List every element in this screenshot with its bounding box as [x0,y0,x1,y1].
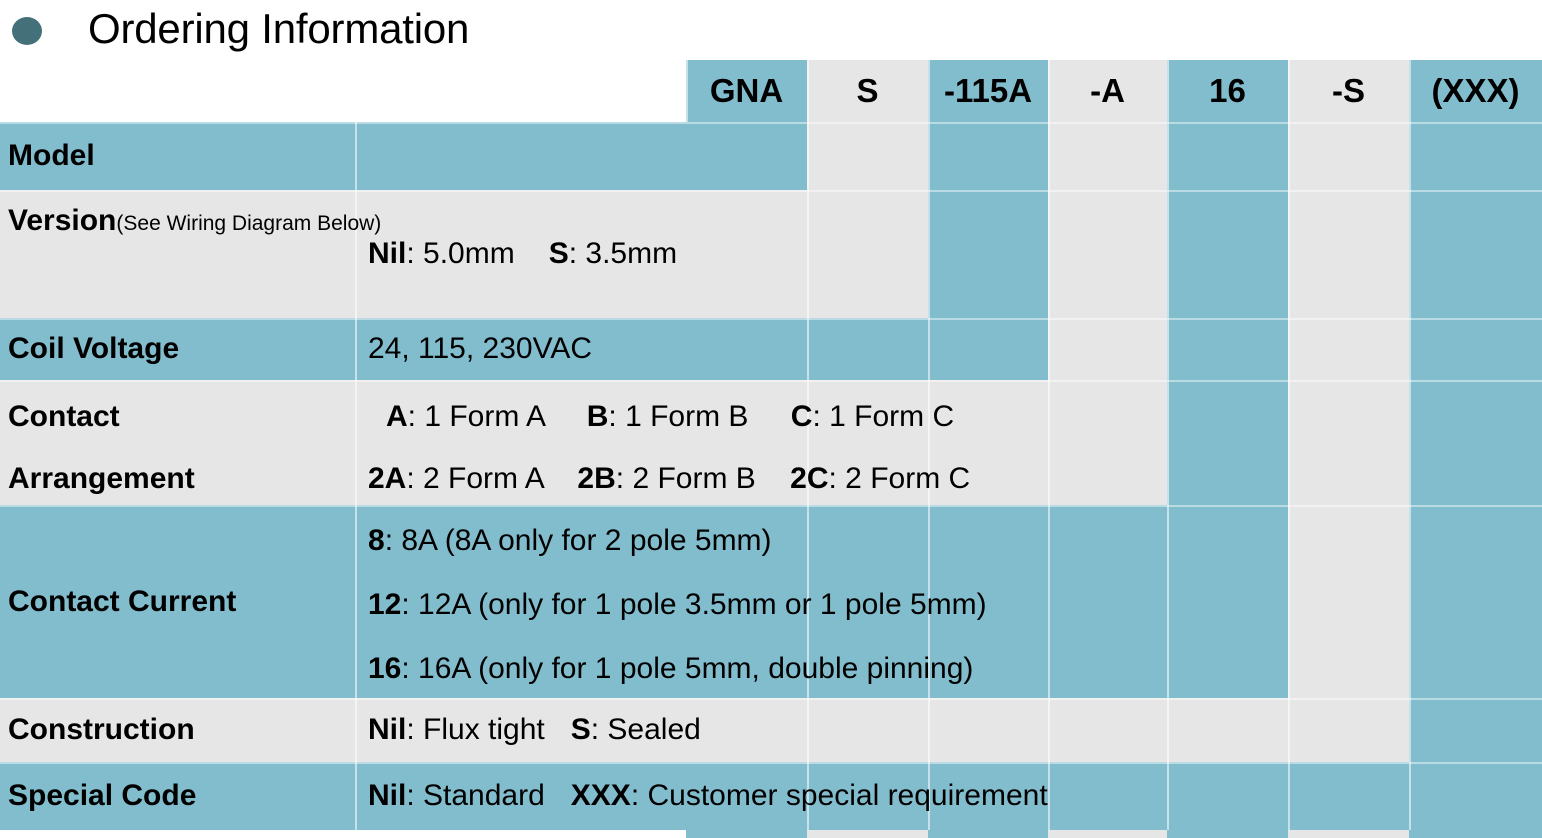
row-content-version: Nil: 5.0mm S: 3.5mm [368,190,677,318]
row-band-special-code [0,762,1542,830]
row-label-version-note: (See Wiring Diagram Below) [116,212,382,235]
row-band-coil-voltage [0,318,1048,380]
row-label-contact-current: Contact Current [8,584,237,618]
row-label-version: Version(See Wiring Diagram Below) [8,190,381,332]
cc-opt-12-code: 12 [368,588,402,621]
col-divider-4 [1167,60,1169,830]
row-divider-6 [0,762,1542,764]
version-option-1-code: Nil [368,237,407,270]
row-label-contact-arrangement: Contact Arrangement [8,380,195,511]
contact-current-line-12: 12: 12A (only for 1 pole 3.5mm or 1 pole… [368,573,987,637]
ca-opt-b-code: B [586,400,609,433]
row-label-construction: Construction [8,713,195,746]
row-band-model [0,122,807,190]
ca-opt-2a-code: 2A [368,462,407,495]
special-code-option-1-code: Nil [368,779,407,812]
ca-opt-2b-text: : 2 Form B [615,462,756,495]
construction-option-1-code: Nil [368,713,407,746]
version-option-1-text: : 5.0mm [406,237,515,270]
contact-arrangement-line-2: 2A: 2 Form A 2B: 2 Form B 2C: 2 Form C [368,448,970,510]
part-code-segment-contact-arrangement: -A [1090,72,1125,109]
ca-opt-2a-text: : 2 Form A [406,462,544,495]
ca-opt-c-text: : 1 Form C [812,400,955,433]
special-code-option-2-text: : Customer special requirement [630,779,1048,812]
ca-opt-2c-code: 2C [790,462,829,495]
ca-opt-b-text: : 1 Form B [608,400,749,433]
row-label-version-main: Version [8,204,117,237]
contact-current-line-16: 16: 16A (only for 1 pole 5mm, double pin… [368,637,987,701]
label-column-divider [355,122,357,830]
col-divider-0 [686,60,688,122]
slide-header: Ordering Information [0,0,1542,60]
row-divider-4 [0,505,1542,507]
row-band-version [0,190,928,318]
cc-opt-8-text: : 8A (8A only for 2 pole 5mm) [384,524,772,557]
row-band-construction [0,698,1409,762]
construction-option-2-code: S [570,713,591,746]
bullet-dot-icon [12,17,42,45]
row-label-contact-arrangement-line2: Arrangement [8,462,195,495]
part-code-segment-contact-current: 16 [1209,72,1246,109]
row-divider-3 [0,380,1542,382]
col-divider-5 [1288,60,1290,830]
row-content-special-code: Nil: Standard XXX: Customer special requ… [368,762,1048,830]
construction-option-1-text: : Flux tight [406,713,545,746]
row-label-special-code: Special Code [8,779,197,812]
ca-opt-a-text: : 1 Form A [407,400,545,433]
special-code-option-1-text: : Standard [406,779,545,812]
part-code-segment-coil-voltage: -115A [943,72,1033,109]
row-divider-2 [0,318,1542,320]
part-code-segment-version: S [856,72,879,109]
special-code-option-2-code: XXX [570,779,631,812]
row-label-contact-arrangement-line1: Contact [8,400,120,433]
column-stripe-special-code [1409,60,1542,838]
row-divider-1 [0,190,1542,192]
row-content-construction: Nil: Flux tight S: Sealed [368,698,701,762]
row-divider-5 [0,698,1542,700]
ca-opt-a-code: A [386,400,408,433]
version-option-2-code: S [548,237,569,270]
col-divider-6 [1409,60,1411,830]
page-title: Ordering Information [88,5,470,52]
construction-option-2-text: : Sealed [590,713,701,746]
ca-opt-c-code: C [790,400,813,433]
row-label-model: Model [8,139,95,172]
row-band-contact-current [0,505,1288,698]
col-divider-1 [807,60,809,830]
version-option-2-text: : 3.5mm [568,237,678,270]
cc-opt-8-code: 8 [368,524,385,557]
col-divider-2 [928,60,930,830]
col-divider-3 [1048,60,1050,830]
ca-opt-2c-text: : 2 Form C [828,462,971,495]
cc-opt-16-code: 16 [368,652,402,685]
row-content-contact-current: 8: 8A (8A only for 2 pole 5mm) 12: 12A (… [368,505,987,702]
cc-opt-16-text: : 16A (only for 1 pole 5mm, double pinni… [401,652,974,685]
row-content-contact-arrangement: A: 1 Form A B: 1 Form B C: 1 Form C 2A: … [368,380,970,511]
row-band-contact-arrangement [0,380,1167,505]
row-content-coil-voltage: 24, 115, 230VAC [368,332,593,365]
cc-opt-12-text: : 12A (only for 1 pole 3.5mm or 1 pole 5… [401,588,987,621]
row-divider-0 [0,122,1542,124]
contact-arrangement-line-1: A: 1 Form A B: 1 Form B C: 1 Form C [368,386,970,448]
part-code-segment-construction: -S [1332,72,1365,109]
row-label-coil-voltage: Coil Voltage [8,332,180,365]
part-code-segment-model: GNA [709,72,784,109]
ca-opt-2b-code: 2B [577,462,616,495]
part-code-segment-special-code: (XXX) [1431,72,1520,109]
contact-current-line-8: 8: 8A (8A only for 2 pole 5mm) [368,509,987,573]
